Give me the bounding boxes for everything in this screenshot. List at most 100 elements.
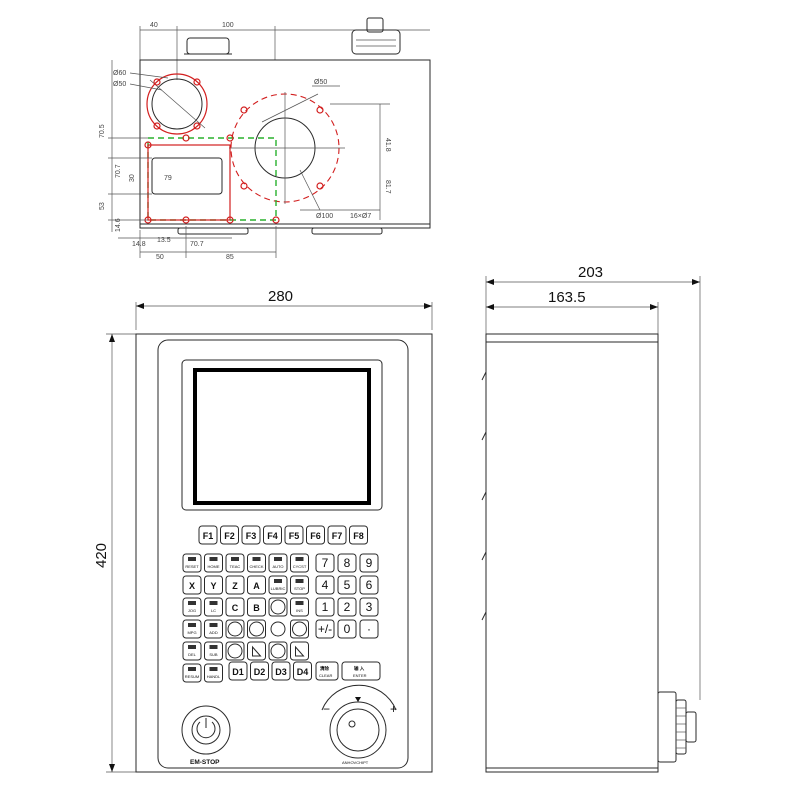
key-resum[interactable]: RESUM bbox=[182, 663, 202, 683]
key-c[interactable]: C bbox=[225, 597, 245, 617]
numpad-key-11-label: · bbox=[367, 622, 371, 636]
numpad-key-11[interactable]: · bbox=[359, 619, 379, 639]
key-d1-label: D1 bbox=[232, 667, 244, 677]
key-f6[interactable]: F6 bbox=[306, 525, 325, 545]
diagonal-key-0[interactable] bbox=[247, 641, 266, 661]
numpad-key-9[interactable]: +/- bbox=[315, 619, 335, 639]
key-f3[interactable]: F3 bbox=[241, 525, 261, 545]
key-cycst[interactable]: CYCST bbox=[290, 553, 309, 573]
handwheel-minus: − bbox=[323, 702, 330, 716]
key-cycst-label: CYCST bbox=[293, 564, 307, 569]
key-handl[interactable]: HANDL bbox=[204, 663, 223, 683]
key-reset[interactable]: RESET bbox=[182, 553, 202, 573]
key-add[interactable]: ADD bbox=[204, 619, 223, 639]
emergency-stop-button[interactable]: EM-STOP bbox=[181, 705, 231, 766]
numpad-key-4[interactable]: 5 bbox=[337, 575, 357, 595]
numpad-key-1-label: 8 bbox=[344, 556, 351, 570]
diagonal-arrow-icon bbox=[295, 645, 305, 657]
callout-d100: Ø100 bbox=[316, 213, 333, 220]
bottom-dim-70-7: 70.7 bbox=[190, 241, 204, 248]
handwheel-mpg[interactable]: − + ANHOVCHIPT bbox=[321, 684, 397, 765]
numpad-key-0[interactable]: 7 bbox=[315, 553, 335, 573]
key-f7[interactable]: F7 bbox=[327, 525, 347, 545]
numpad-key-7-label: 2 bbox=[344, 600, 351, 614]
arrow-key-2[interactable] bbox=[247, 619, 266, 639]
key-home-label: HOME bbox=[208, 564, 220, 569]
clear-key[interactable]: 清除 CLEAR bbox=[315, 661, 339, 681]
enter-key[interactable]: 输 入 ENTER bbox=[341, 661, 381, 681]
key-stop[interactable]: STOP bbox=[290, 575, 309, 595]
callout-holes: 16×Ø7 bbox=[350, 213, 371, 220]
bottom-dim-14-8: 14.8 bbox=[132, 241, 146, 248]
arrow-key-1[interactable] bbox=[225, 619, 245, 639]
numpad-key-1[interactable]: 8 bbox=[337, 553, 357, 573]
key-home[interactable]: HOME bbox=[204, 553, 223, 573]
arrow-icon bbox=[292, 621, 307, 637]
key-del[interactable]: DEL bbox=[182, 641, 202, 661]
key-d4[interactable]: D4 bbox=[293, 661, 312, 681]
handwheel-plus: + bbox=[390, 702, 397, 716]
key-y[interactable]: Y bbox=[204, 575, 223, 595]
key-auto[interactable]: AUTO bbox=[268, 553, 288, 573]
numpad-key-3-label: 4 bbox=[322, 578, 329, 592]
side-handwheel bbox=[657, 691, 697, 763]
key-y-label: Y bbox=[210, 581, 216, 591]
numpad-key-7[interactable]: 2 bbox=[337, 597, 357, 617]
key-f5[interactable]: F5 bbox=[284, 525, 304, 545]
key-z[interactable]: Z bbox=[225, 575, 245, 595]
key-check[interactable]: CHECK bbox=[247, 553, 266, 573]
key-a[interactable]: A bbox=[247, 575, 266, 595]
numpad-key-5-label: 6 bbox=[366, 578, 373, 592]
arrow-key-3[interactable] bbox=[270, 621, 286, 637]
arrow-icon bbox=[249, 621, 264, 637]
bottom-dim-50: 50 bbox=[156, 254, 164, 261]
callout-d50-right: Ø50 bbox=[314, 79, 327, 86]
key-f1[interactable]: F1 bbox=[198, 525, 218, 545]
arrow-key-0[interactable] bbox=[268, 597, 288, 617]
arrow-icon bbox=[270, 599, 286, 615]
key-mpg[interactable]: MPG bbox=[182, 619, 202, 639]
key-f5-label: F5 bbox=[289, 531, 300, 541]
key-d3[interactable]: D3 bbox=[271, 661, 291, 681]
front-case bbox=[135, 333, 433, 773]
numpad-key-10[interactable]: 0 bbox=[337, 619, 357, 639]
key-f4[interactable]: F4 bbox=[263, 525, 282, 545]
numpad-key-6[interactable]: 1 bbox=[315, 597, 335, 617]
numpad-key-0-label: 7 bbox=[322, 556, 329, 570]
arrow-key-6[interactable] bbox=[268, 641, 288, 661]
key-f8[interactable]: F8 bbox=[349, 525, 368, 545]
right-dim-81-7: 81.7 bbox=[384, 180, 391, 194]
key-x[interactable]: X bbox=[182, 575, 202, 595]
key-d4-label: D4 bbox=[297, 667, 309, 677]
svg-text:CLEAR: CLEAR bbox=[319, 673, 332, 678]
key-lubric[interactable]: LUBRIC bbox=[268, 575, 288, 595]
numpad-key-5[interactable]: 6 bbox=[359, 575, 379, 595]
key-teach[interactable]: TEAC bbox=[225, 553, 245, 573]
key-d2[interactable]: D2 bbox=[250, 661, 269, 681]
callout-d50-left: Ø50 bbox=[113, 81, 126, 88]
key-sub[interactable]: SUB bbox=[204, 641, 223, 661]
key-b[interactable]: B bbox=[247, 597, 266, 617]
key-ins[interactable]: INS bbox=[290, 597, 309, 617]
arrow-key-5[interactable] bbox=[225, 641, 245, 661]
key-jog[interactable]: JOG bbox=[182, 597, 202, 617]
diagonal-key-1[interactable] bbox=[290, 641, 309, 661]
key-f2-label: F2 bbox=[224, 531, 235, 541]
key-mpg-label: MPG bbox=[187, 630, 196, 635]
side-body bbox=[485, 333, 659, 773]
numpad-key-2[interactable]: 9 bbox=[359, 553, 379, 573]
key-d1[interactable]: D1 bbox=[228, 661, 248, 681]
numpad-key-3[interactable]: 4 bbox=[315, 575, 335, 595]
key-lc[interactable]: LC bbox=[204, 597, 223, 617]
key-f2[interactable]: F2 bbox=[220, 525, 239, 545]
key-d3-label: D3 bbox=[275, 667, 287, 677]
numpad-key-8[interactable]: 3 bbox=[359, 597, 379, 617]
arrow-icon bbox=[227, 621, 243, 637]
svg-text:输 入: 输 入 bbox=[354, 665, 365, 672]
arrow-key-4[interactable] bbox=[290, 619, 309, 639]
